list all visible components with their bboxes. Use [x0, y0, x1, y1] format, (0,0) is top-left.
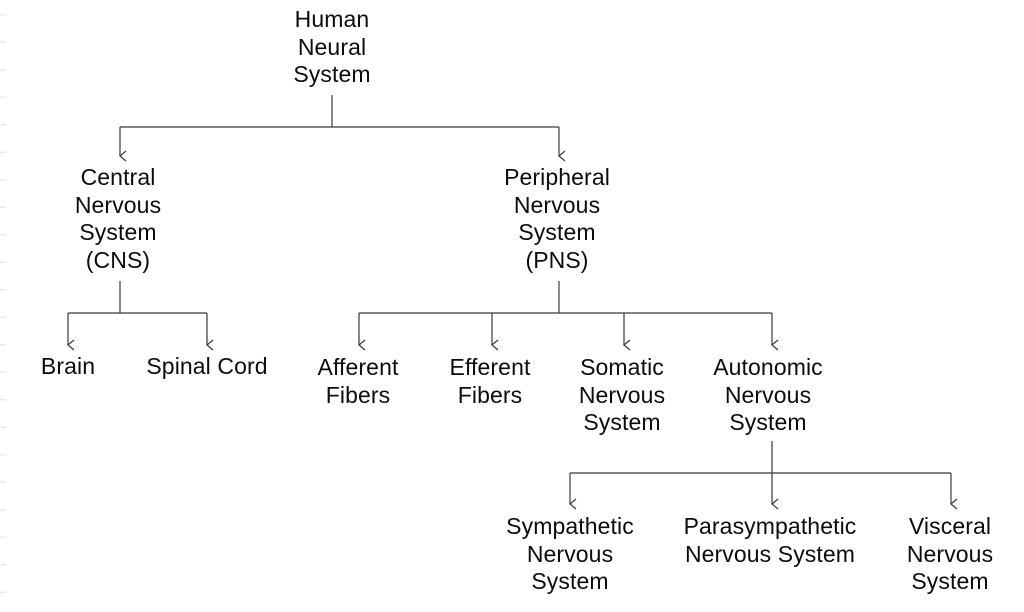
- left-edge-ruling-marks: [0, 14, 6, 604]
- node-efferent-fibers: Efferent Fibers: [449, 354, 531, 408]
- node-somatic-nervous-system: Somatic Nervous System: [578, 354, 666, 435]
- node-spinal-cord: Spinal Cord: [146, 353, 268, 379]
- node-parasympathetic-nervous-system: Parasympathetic Nervous System: [683, 513, 857, 567]
- node-autonomic-nervous-system: Autonomic Nervous System: [713, 354, 823, 435]
- node-sympathetic-nervous-system: Sympathetic Nervous System: [506, 513, 634, 594]
- node-afferent-fibers: Afferent Fibers: [317, 354, 399, 408]
- node-peripheral-nervous-system: Peripheral Nervous System (PNS): [504, 164, 610, 273]
- node-visceral-nervous-system: Visceral Nervous System: [906, 513, 994, 594]
- node-human-neural-system: Human Neural System: [293, 6, 371, 87]
- node-brain: Brain: [40, 353, 96, 379]
- node-central-nervous-system: Central Nervous System (CNS): [74, 164, 162, 273]
